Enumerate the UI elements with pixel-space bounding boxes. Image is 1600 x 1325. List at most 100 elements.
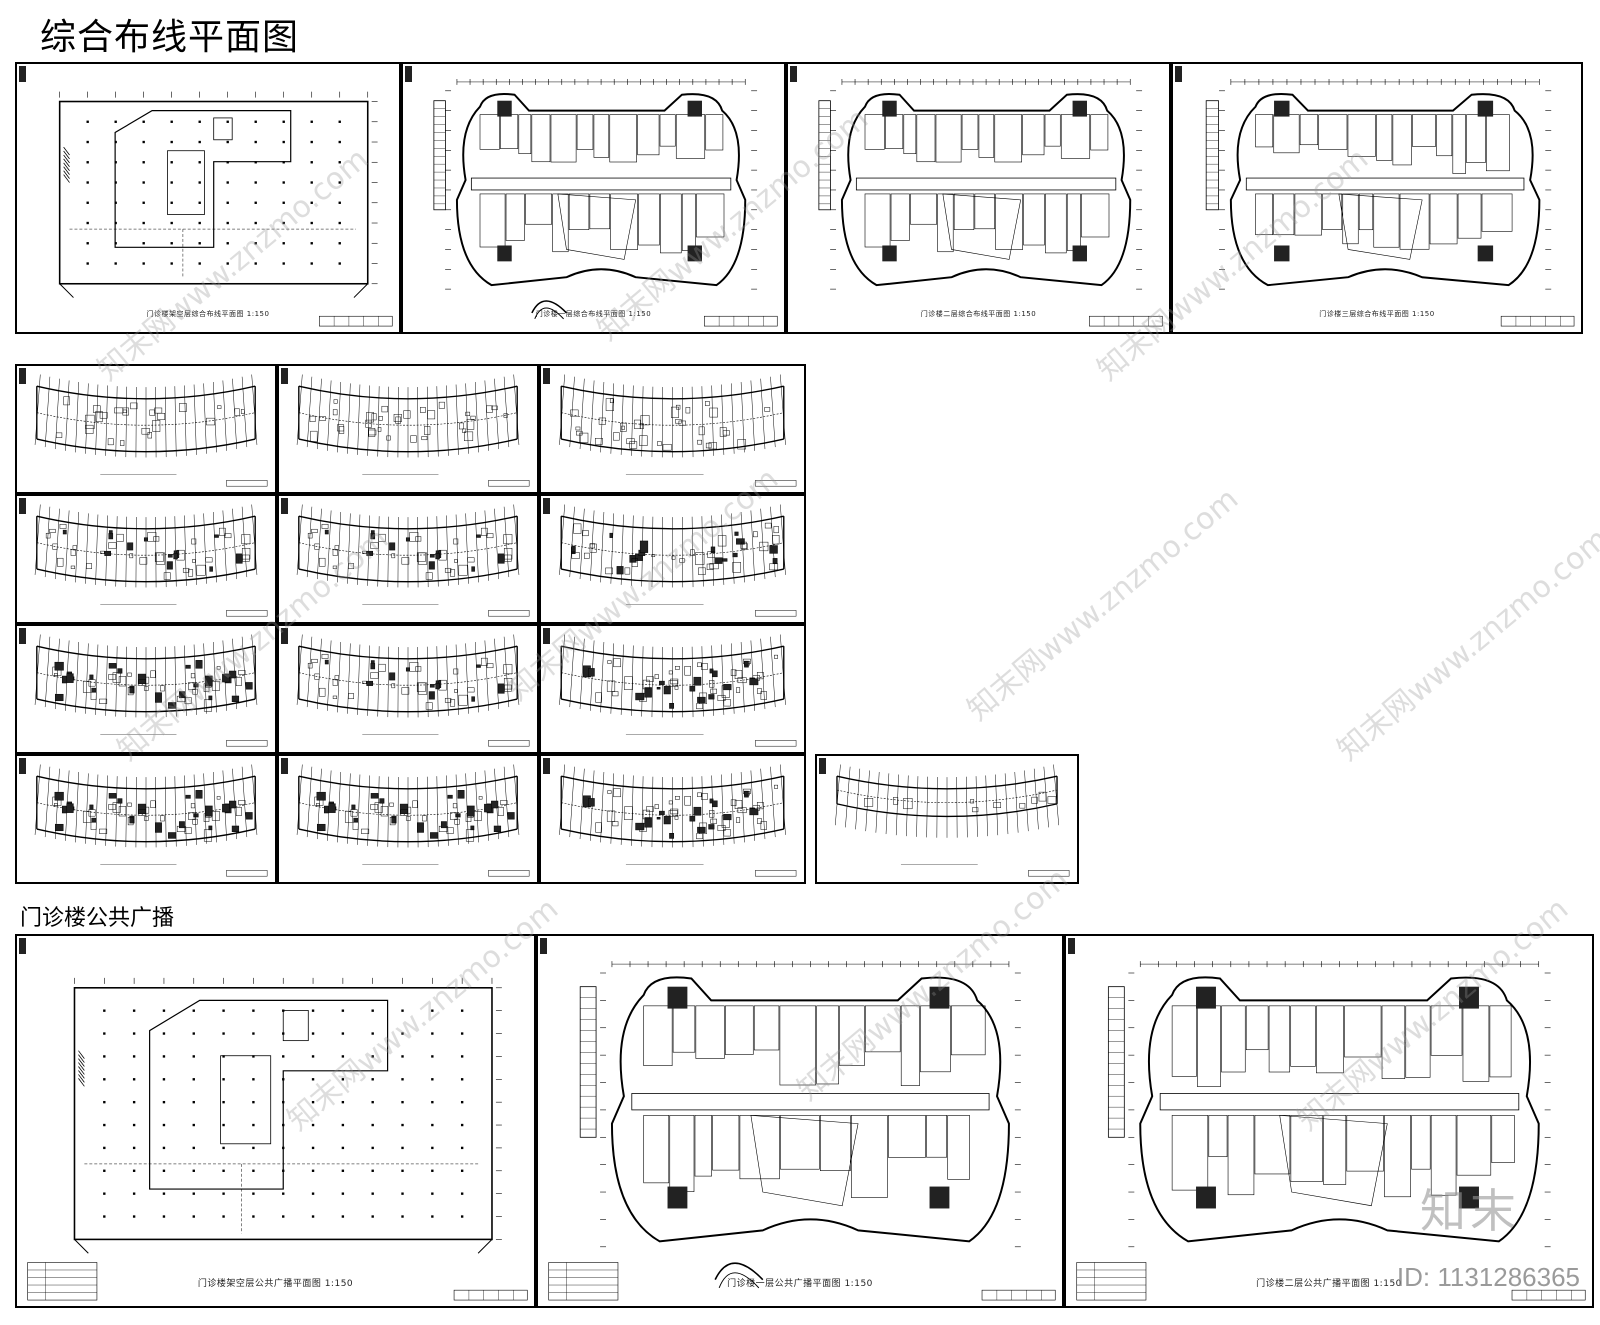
- wing-line: [74, 1239, 493, 1254]
- ramp-hatch: [78, 1074, 85, 1083]
- drawing-sheet-cabling-basement[interactable]: 门诊楼架空层综合布线平面图 1:150: [15, 62, 401, 334]
- room: [108, 804, 117, 810]
- curved-floor-plan: [34, 504, 268, 617]
- column: [226, 181, 229, 184]
- column: [311, 1192, 315, 1195]
- grid-line: [651, 516, 654, 588]
- drawing-sheet-small[interactable]: [277, 364, 539, 494]
- drawing-sheet-small[interactable]: [15, 494, 277, 624]
- room: [190, 673, 196, 679]
- room: [370, 672, 379, 679]
- grid-line: [494, 638, 500, 710]
- room: [654, 804, 659, 809]
- column: [226, 221, 229, 225]
- column: [142, 201, 145, 204]
- room: [238, 800, 246, 805]
- drawing-sheet-small[interactable]: [539, 364, 806, 494]
- room: [1060, 114, 1091, 159]
- drawing-sheet-small[interactable]: [277, 624, 539, 754]
- binder-strip: [819, 758, 826, 774]
- room: [646, 806, 654, 812]
- drawing-sheet-cabling-floor2[interactable]: 门诊楼二层综合布线平面图 1:150: [786, 62, 1171, 334]
- room: [1197, 1005, 1221, 1087]
- binder-strip: [281, 758, 288, 774]
- curved-floor-plan: [559, 764, 797, 877]
- room: [379, 798, 385, 804]
- room: [698, 567, 706, 575]
- room: [129, 553, 134, 559]
- room: [167, 554, 173, 558]
- grid-line: [579, 768, 585, 840]
- drawing-sheet-small[interactable]: [815, 754, 1079, 884]
- room: [639, 423, 644, 430]
- column: [103, 1192, 106, 1195]
- room: [353, 817, 359, 823]
- title-block: [1028, 870, 1070, 877]
- column: [371, 1055, 374, 1058]
- room: [1171, 1115, 1209, 1191]
- room: [1031, 796, 1038, 804]
- room: [240, 409, 245, 414]
- room: [100, 550, 105, 554]
- room: [1221, 1005, 1246, 1073]
- column: [222, 1100, 225, 1104]
- grid-line: [651, 646, 654, 718]
- title-block: [226, 480, 268, 487]
- entrance-canopy: [531, 300, 568, 314]
- room: [351, 804, 356, 810]
- room: [736, 817, 741, 823]
- grid-line: [446, 385, 449, 456]
- column: [192, 1078, 195, 1081]
- column: [341, 1123, 345, 1127]
- room: [631, 558, 638, 568]
- image-id-label: ID: 1131286365: [1396, 1262, 1580, 1292]
- grid-line: [740, 512, 745, 583]
- column: [460, 1009, 464, 1012]
- drawing-sheet-pa-floor2[interactable]: 门诊楼二层公共广播平面图 1:150: [1064, 934, 1594, 1308]
- room: [319, 416, 326, 421]
- room: [1044, 114, 1061, 147]
- drawing-sheet-small[interactable]: [539, 624, 806, 754]
- grid-line: [855, 768, 861, 830]
- drawing-sheet-small[interactable]: [15, 364, 277, 494]
- room: [59, 524, 67, 529]
- grid-line: [760, 638, 766, 710]
- drawing-sheet-small[interactable]: [15, 624, 277, 754]
- drawing-sheet-cabling-floor1[interactable]: 门诊楼一层综合布线平面图 1:150: [401, 62, 786, 334]
- room: [88, 679, 96, 687]
- drawing-sheet-pa-floor1[interactable]: 门诊楼一层公共广播平面图 1:150: [536, 934, 1064, 1308]
- drawing-sheet-cabling-floor3[interactable]: 门诊楼三层综合布线平面图 1:150: [1171, 62, 1583, 334]
- column: [338, 221, 341, 225]
- outer-wall: [1229, 93, 1541, 287]
- room: [589, 543, 597, 553]
- room: [168, 702, 177, 709]
- stair-core: [1459, 986, 1479, 1009]
- drawing-sheet-pa-basement[interactable]: 门诊楼架空层公共广播平面图 1:150: [15, 934, 536, 1308]
- room: [1255, 114, 1274, 148]
- room: [450, 812, 458, 820]
- drawing-sheet-small[interactable]: [277, 494, 539, 624]
- ramp-hatch: [63, 154, 70, 164]
- room: [697, 696, 706, 703]
- room: [659, 680, 665, 686]
- room: [674, 796, 680, 800]
- stair-core: [1072, 100, 1087, 117]
- room: [405, 667, 410, 672]
- grid-line: [731, 383, 735, 454]
- drawing-sheet-small[interactable]: [539, 494, 806, 624]
- room: [470, 825, 475, 831]
- sheet-caption: 门诊楼二层公共广播平面图 1:150: [1256, 1279, 1402, 1289]
- room: [112, 672, 121, 683]
- drawing-sheet-small[interactable]: [15, 754, 277, 884]
- room: [503, 413, 508, 418]
- drawing-sheet-small[interactable]: [539, 754, 806, 884]
- room: [424, 426, 431, 435]
- room: [1022, 114, 1045, 156]
- room: [1273, 193, 1295, 236]
- stair-core: [1459, 1186, 1479, 1209]
- grid-line: [251, 764, 258, 835]
- drawing-sheet-small[interactable]: [277, 754, 539, 884]
- corridor: [631, 1093, 990, 1111]
- room: [723, 814, 732, 821]
- room: [606, 810, 616, 822]
